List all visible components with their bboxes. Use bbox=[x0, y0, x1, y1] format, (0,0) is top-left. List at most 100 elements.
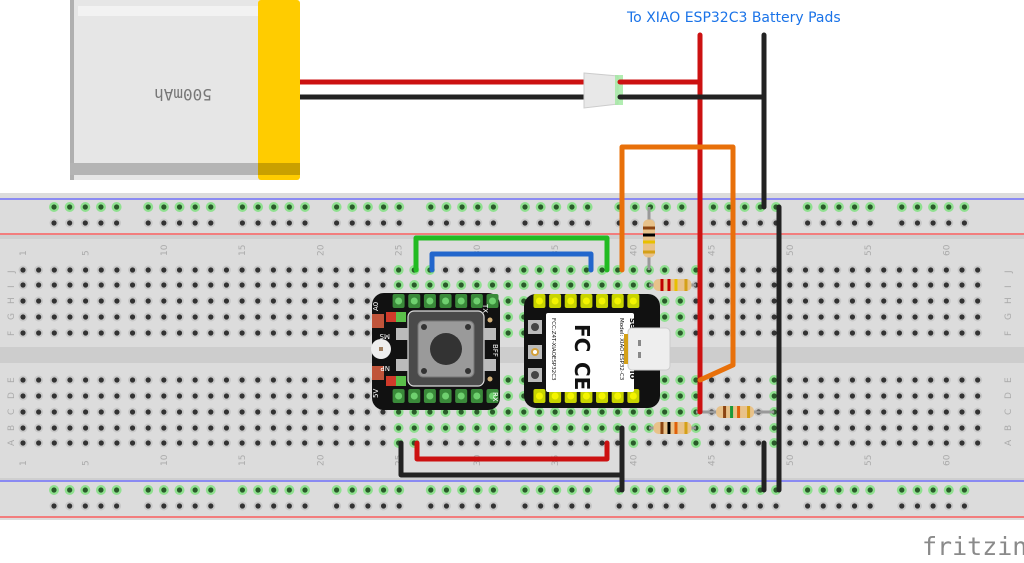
breadboard-hole[interactable] bbox=[347, 375, 357, 385]
breadboard-hole[interactable] bbox=[426, 218, 436, 228]
breadboard-hole[interactable] bbox=[237, 438, 247, 448]
breadboard-hole[interactable] bbox=[331, 280, 341, 290]
breadboard-hole[interactable] bbox=[300, 423, 310, 433]
breadboard-hole[interactable] bbox=[912, 202, 923, 212]
breadboard-hole[interactable] bbox=[661, 218, 671, 228]
breadboard-hole[interactable] bbox=[81, 423, 91, 433]
breadboard-hole[interactable] bbox=[518, 423, 529, 433]
breadboard-hole[interactable] bbox=[315, 328, 325, 338]
breadboard-hole[interactable] bbox=[49, 202, 59, 212]
breadboard-hole[interactable] bbox=[943, 202, 954, 212]
breadboard-hole[interactable] bbox=[928, 501, 938, 511]
breadboard-hole[interactable] bbox=[850, 501, 860, 511]
lipo-battery[interactable]: 500mAh bbox=[70, 0, 300, 180]
breadboard-hole[interactable] bbox=[534, 280, 545, 290]
breadboard-hole[interactable] bbox=[221, 438, 231, 448]
breadboard-hole[interactable] bbox=[722, 296, 732, 306]
breadboard-hole[interactable] bbox=[802, 485, 813, 495]
breadboard-hole[interactable] bbox=[535, 485, 546, 495]
breadboard-hole[interactable] bbox=[597, 407, 608, 417]
breadboard-hole[interactable] bbox=[879, 265, 889, 275]
breadboard-hole[interactable] bbox=[175, 218, 184, 228]
breadboard-hole[interactable] bbox=[802, 202, 813, 212]
breadboard-hole[interactable] bbox=[190, 202, 201, 212]
breadboard-hole[interactable] bbox=[628, 423, 639, 433]
breadboard-hole[interactable] bbox=[128, 391, 138, 401]
breadboard-hole[interactable] bbox=[34, 391, 44, 401]
breadboard-hole[interactable] bbox=[237, 280, 247, 290]
breadboard-hole[interactable] bbox=[785, 375, 795, 385]
breadboard-hole[interactable] bbox=[190, 375, 200, 385]
breadboard-hole[interactable] bbox=[96, 438, 106, 448]
breadboard-hole[interactable] bbox=[65, 218, 75, 228]
breadboard-hole[interactable] bbox=[128, 438, 138, 448]
breadboard-hole[interactable] bbox=[816, 265, 826, 275]
breadboard-hole[interactable] bbox=[472, 438, 482, 448]
breadboard-hole[interactable] bbox=[49, 438, 59, 448]
breadboard-hole[interactable] bbox=[519, 438, 529, 448]
breadboard-hole[interactable] bbox=[253, 423, 263, 433]
breadboard-hole[interactable] bbox=[174, 202, 185, 212]
breadboard-hole[interactable] bbox=[567, 218, 577, 228]
breadboard-hole[interactable] bbox=[394, 485, 405, 495]
breadboard-hole[interactable] bbox=[847, 296, 857, 306]
breadboard-hole[interactable] bbox=[331, 485, 342, 495]
breadboard-hole[interactable] bbox=[661, 202, 672, 212]
breadboard-hole[interactable] bbox=[551, 202, 562, 212]
breadboard-hole[interactable] bbox=[973, 407, 983, 417]
breadboard-hole[interactable] bbox=[221, 296, 231, 306]
breadboard-hole[interactable] bbox=[535, 202, 546, 212]
breadboard-hole[interactable] bbox=[34, 375, 44, 385]
breadboard-hole[interactable] bbox=[503, 265, 513, 275]
breadboard-hole[interactable] bbox=[707, 312, 717, 322]
breadboard-hole[interactable] bbox=[362, 438, 372, 448]
breadboard-hole[interactable] bbox=[112, 407, 122, 417]
breadboard-hole[interactable] bbox=[926, 407, 936, 417]
breadboard-hole[interactable] bbox=[96, 407, 106, 417]
breadboard-hole[interactable] bbox=[378, 438, 388, 448]
breadboard-hole[interactable] bbox=[754, 265, 764, 275]
breadboard-hole[interactable] bbox=[347, 202, 358, 212]
breadboard-hole[interactable] bbox=[818, 218, 828, 228]
breadboard-hole[interactable] bbox=[143, 328, 153, 338]
breadboard-hole[interactable] bbox=[175, 423, 184, 433]
breadboard-hole[interactable] bbox=[879, 407, 889, 417]
breadboard-hole[interactable] bbox=[363, 501, 373, 511]
breadboard-hole[interactable] bbox=[80, 218, 90, 228]
breadboard-hole[interactable] bbox=[646, 501, 655, 511]
breadboard-hole[interactable] bbox=[362, 296, 372, 306]
breadboard-hole[interactable] bbox=[534, 407, 545, 417]
wire-red-bottom[interactable] bbox=[414, 440, 610, 462]
breadboard-hole[interactable] bbox=[34, 438, 44, 448]
breadboard-hole[interactable] bbox=[894, 438, 904, 448]
breadboard-hole[interactable] bbox=[49, 280, 59, 290]
breadboard-hole[interactable] bbox=[95, 202, 106, 212]
breadboard-hole[interactable] bbox=[206, 280, 216, 290]
breadboard-hole[interactable] bbox=[65, 375, 75, 385]
breadboard-hole[interactable] bbox=[473, 218, 483, 228]
breadboard-hole[interactable] bbox=[378, 485, 389, 495]
breadboard-hole[interactable] bbox=[833, 485, 844, 495]
breadboard-hole[interactable] bbox=[740, 501, 750, 511]
breadboard-hole[interactable] bbox=[378, 265, 388, 275]
breadboard-hole[interactable] bbox=[394, 202, 405, 212]
breadboard-hole[interactable] bbox=[96, 265, 106, 275]
breadboard-hole[interactable] bbox=[957, 391, 967, 401]
breadboard-hole[interactable] bbox=[331, 391, 341, 401]
breadboard-hole[interactable] bbox=[755, 501, 765, 511]
breadboard-hole[interactable] bbox=[581, 423, 592, 433]
breadboard-hole[interactable] bbox=[910, 296, 920, 306]
breadboard-hole[interactable] bbox=[457, 485, 468, 495]
breadboard-hole[interactable] bbox=[722, 312, 732, 322]
breadboard-hole[interactable] bbox=[315, 265, 325, 275]
resistor-top-row[interactable] bbox=[649, 279, 696, 291]
breadboard-hole[interactable] bbox=[957, 407, 967, 417]
breadboard-hole[interactable] bbox=[707, 423, 717, 433]
breadboard-hole[interactable] bbox=[253, 265, 263, 275]
breadboard-hole[interactable] bbox=[393, 280, 404, 290]
breadboard-hole[interactable] bbox=[487, 423, 498, 433]
breadboard-hole[interactable] bbox=[206, 375, 216, 385]
breadboard-hole[interactable] bbox=[143, 202, 154, 212]
breadboard-hole[interactable] bbox=[503, 328, 514, 338]
breadboard-hole[interactable] bbox=[362, 391, 372, 401]
